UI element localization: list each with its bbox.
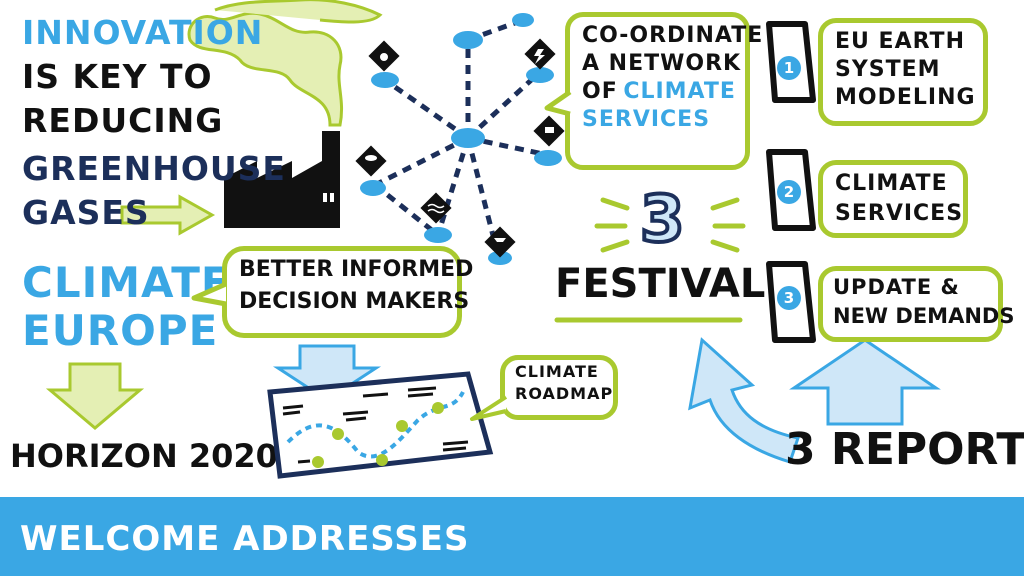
roadmap-icon (267, 371, 494, 479)
greenhouse-line: GREENHOUSE (22, 149, 286, 188)
network-line2: A NETWORK (582, 51, 742, 76)
factory-icon (224, 131, 340, 228)
decision-line1: BETTER INFORMED (239, 257, 474, 282)
festivals-label: FESTIVALS (555, 261, 795, 307)
down-arrow-icon (45, 362, 145, 430)
report-2-line1: CLIMATE (835, 171, 948, 196)
decision-bubble: BETTER INFORMED DECISION MAKERS (222, 246, 474, 338)
report-1-line1: EU EARTH (835, 29, 965, 54)
report-1-line2: SYSTEM (835, 57, 941, 82)
report-2-line2: SERVICES (835, 201, 964, 226)
report-3-line1: UPDATE & (833, 275, 960, 299)
report-bubble-1: EU EARTH SYSTEM MODELING (818, 18, 988, 126)
network-bubble-tail (544, 89, 572, 117)
report-3-line2: NEW DEMANDS (833, 304, 1015, 328)
report-number-3: 3 (777, 286, 801, 310)
network-line1: CO-ORDINATE (582, 23, 764, 48)
network-line5: SERVICES (582, 107, 711, 132)
roadmap-bubble: CLIMATE ROADMAP (500, 355, 618, 420)
reducing-line: REDUCING (22, 101, 224, 140)
reports-label: 3 REPORTS (785, 424, 1024, 475)
horizon-2020: HORIZON 2020 (10, 437, 278, 475)
network-line4: CLIMATE (623, 79, 736, 104)
network-line3: OF (582, 79, 618, 104)
curved-arrow-icon (688, 337, 800, 464)
report-bubble-3: UPDATE & NEW DEMANDS (818, 266, 1015, 342)
network-bubble: CO-ORDINATE A NETWORK OF CLIMATE SERVICE… (565, 12, 764, 170)
decision-line2: DECISION MAKERS (239, 289, 470, 314)
festivals-underline (554, 317, 743, 323)
footer-title: WELCOME ADDRESSES (20, 519, 470, 559)
arrow-icon (120, 194, 216, 236)
roadmap-line2: ROADMAP (515, 384, 614, 403)
festival-sparks-icon (594, 197, 746, 253)
festivals-number: 3 (638, 183, 687, 257)
gases-line: GASES (22, 193, 150, 232)
decision-bubble-tail (191, 281, 228, 307)
up-arrow-icon (789, 338, 941, 426)
report-number-2: 2 (777, 180, 801, 204)
climate-europe-line2: EUROPE (22, 306, 219, 355)
report-number-1: 1 (777, 56, 801, 80)
roadmap-line1: CLIMATE (515, 362, 599, 381)
roadmap-bubble-tail (470, 395, 508, 421)
footer-bar (0, 497, 1024, 576)
report-bubble-2: CLIMATE SERVICES (818, 160, 968, 238)
report-1-line3: MODELING (835, 85, 976, 110)
key-to-line: IS KEY TO (22, 57, 213, 96)
innovation-word: INNOVATION (22, 13, 264, 52)
